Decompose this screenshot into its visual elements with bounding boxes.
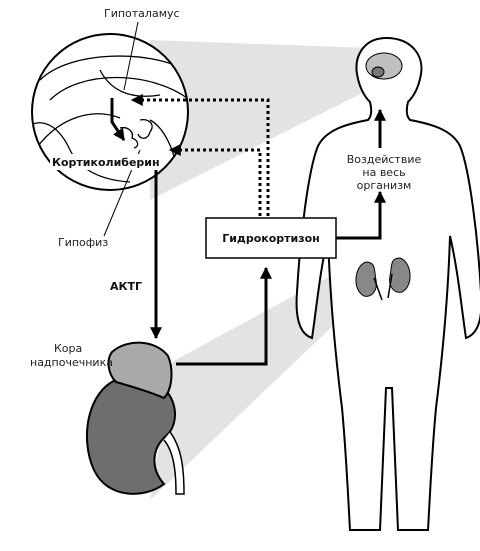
arrow-hypothalamus-to-pituitary: [110, 98, 126, 141]
brain-icon: [365, 52, 403, 80]
hydrocortisone-label: Гидрокортизон: [222, 232, 320, 245]
left-ureter: [373, 277, 383, 301]
ureter-large: [163, 431, 185, 495]
effect-label-line1: Воздействие: [347, 153, 422, 166]
feedback-arrow-to-hypothalamus: [130, 94, 270, 216]
hypothalamus-small-icon: [371, 66, 385, 78]
effect-label-line2: на весь: [362, 166, 405, 179]
left-kidney-small-icon: [355, 261, 377, 297]
arrow-hydrocortisone-to-body: [336, 190, 386, 240]
effect-label-line3: организм: [357, 179, 412, 192]
human-body-silhouette: [295, 36, 480, 531]
acth-label: АКТГ: [110, 280, 142, 293]
right-kidney-small-icon: [389, 257, 411, 293]
hypothalamus-leader: [123, 21, 139, 91]
hypophysis-label: Гипофиз: [58, 236, 108, 249]
adrenal-cortex-label-line1: Кора: [54, 342, 82, 355]
zoom-beam-brain: [150, 40, 372, 200]
corticoliberin-label: Кортиколиберин: [52, 156, 160, 169]
hydrocortisone-box: [205, 217, 337, 259]
arrow-adrenal-to-hydrocortisone: [176, 266, 272, 366]
adrenal-gland-icon: [107, 341, 173, 400]
feedback-arrow-to-pituitary: [168, 144, 262, 216]
right-ureter: [387, 273, 393, 299]
corticoliberin-label-bg: [50, 154, 158, 170]
hypothalamus-label: Гипоталамус: [104, 7, 180, 20]
adrenal-cortex-label-line2: надпочечника: [30, 356, 113, 369]
